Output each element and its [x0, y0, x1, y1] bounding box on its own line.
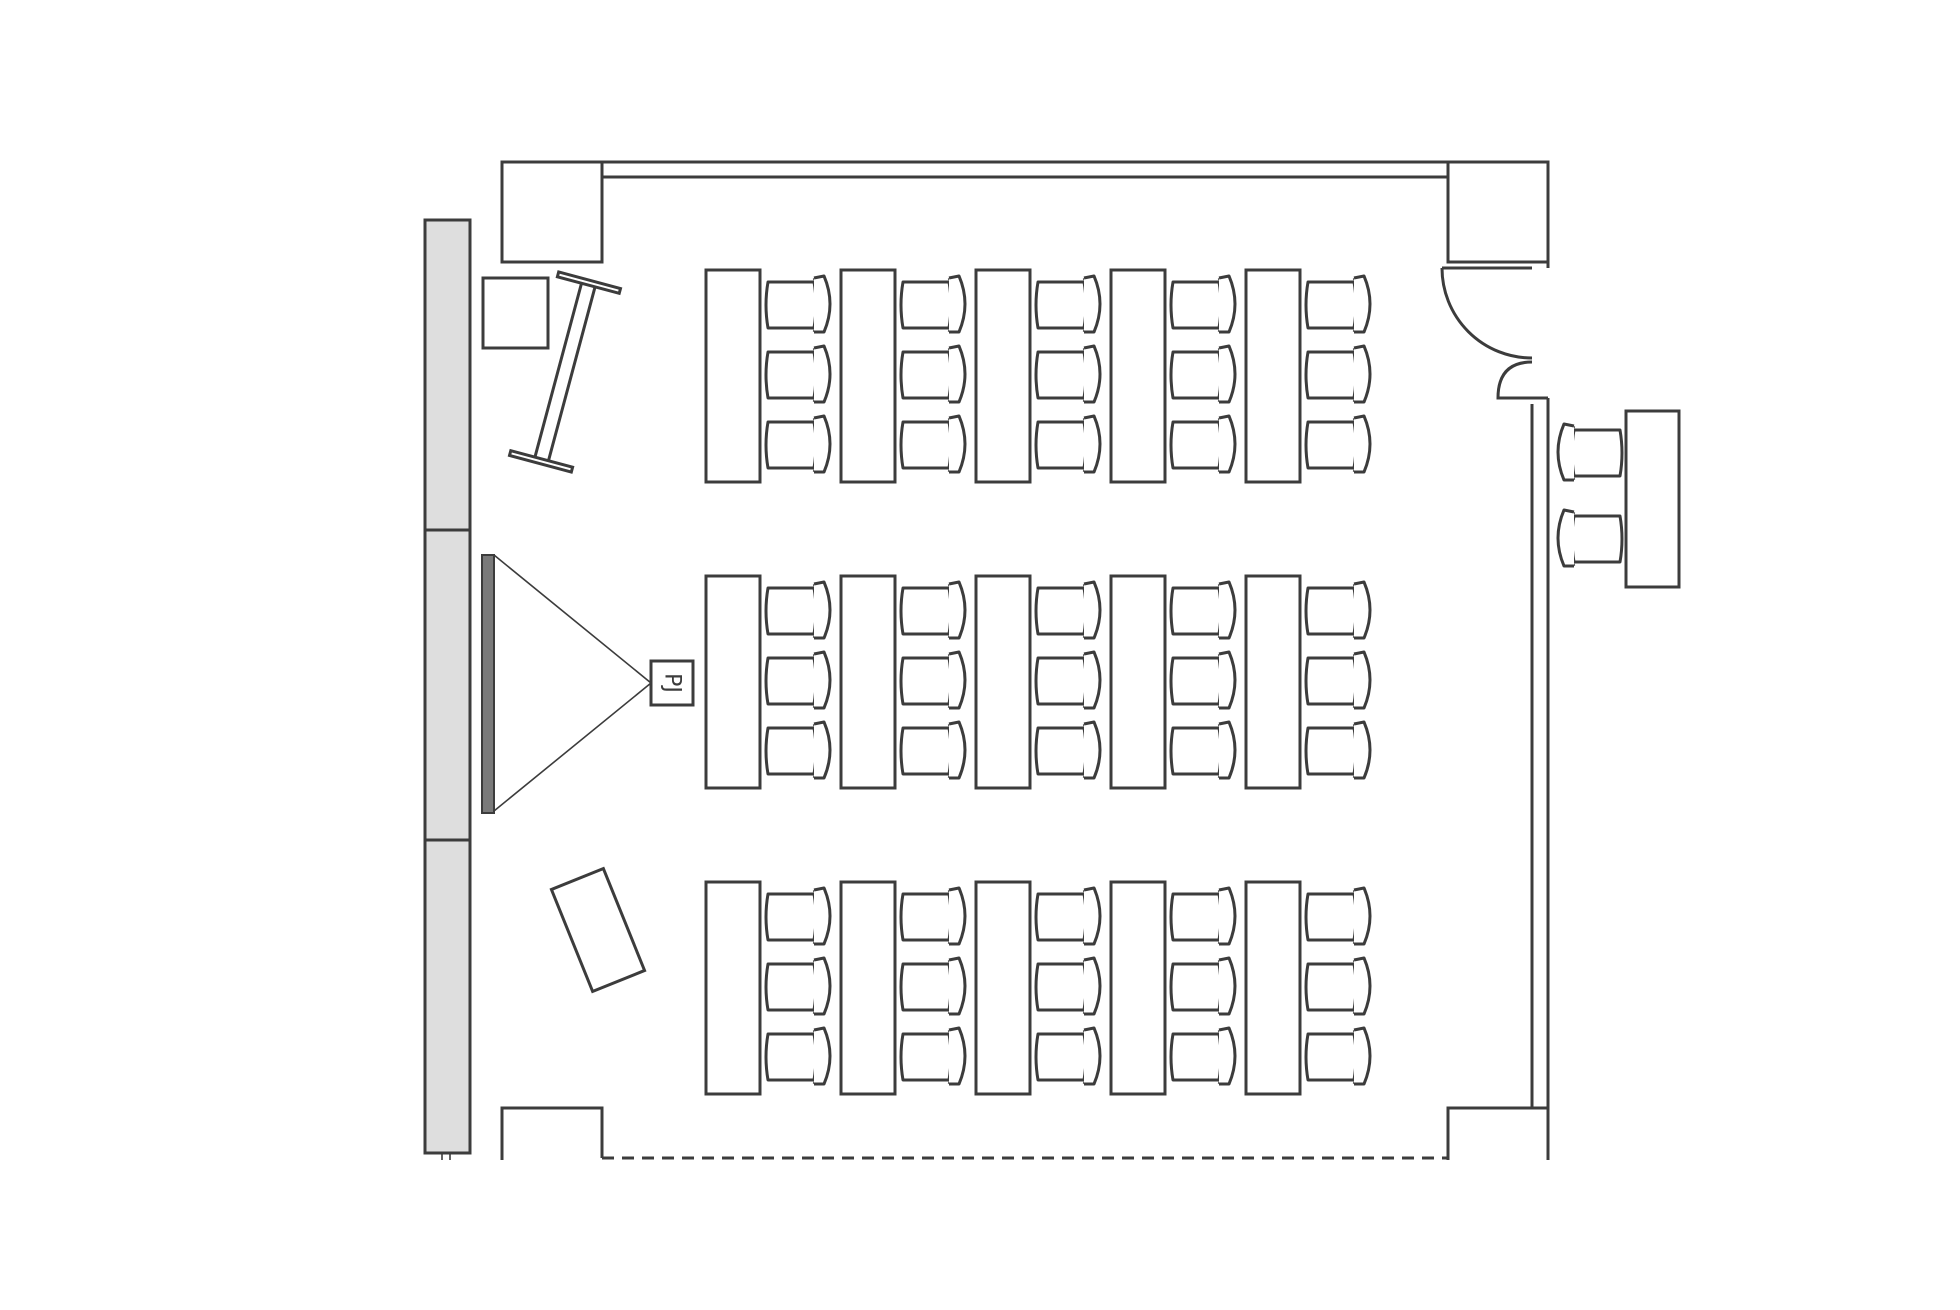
small-desk [549, 866, 647, 994]
chair [1169, 956, 1237, 1016]
desk [1109, 880, 1167, 1096]
chair [764, 580, 832, 640]
chair [764, 274, 832, 334]
projector: PJ [649, 659, 695, 707]
desk [839, 574, 897, 790]
chair [1169, 344, 1237, 404]
chair [1169, 274, 1237, 334]
desk [704, 880, 762, 1096]
chair [1034, 414, 1102, 474]
chair [899, 1026, 967, 1086]
desk-unit [704, 574, 832, 790]
desk [704, 574, 762, 790]
desk [1244, 574, 1302, 790]
desk [1109, 268, 1167, 484]
lectern [507, 270, 623, 474]
chair [1034, 344, 1102, 404]
chair [899, 956, 967, 1016]
chair [1556, 508, 1624, 568]
desk-unit [1244, 574, 1372, 790]
chair [1169, 580, 1237, 640]
desk-unit [839, 574, 967, 790]
projection-screen [481, 554, 495, 814]
chair [764, 650, 832, 710]
desk-unit [1244, 880, 1372, 1096]
right-wall [1440, 162, 1550, 1160]
chair [899, 414, 967, 474]
chair [764, 956, 832, 1016]
outside-desk [1624, 409, 1681, 589]
side-table [481, 276, 550, 350]
desk-grid [704, 268, 1372, 1096]
desk-unit [704, 880, 832, 1096]
chair [764, 886, 832, 946]
desk-unit [974, 574, 1102, 790]
chair [1034, 720, 1102, 780]
desk-unit [1109, 268, 1237, 484]
chair [1304, 956, 1372, 1016]
desk-unit [704, 268, 832, 484]
chair [1304, 886, 1372, 946]
desk-unit [839, 268, 967, 484]
desk [839, 268, 897, 484]
chair [899, 344, 967, 404]
chair [764, 414, 832, 474]
desk-unit [839, 880, 967, 1096]
chair [899, 274, 967, 334]
chair [1169, 1026, 1237, 1086]
chair [764, 344, 832, 404]
chair [1034, 580, 1102, 640]
desk [974, 880, 1032, 1096]
desk-unit [1244, 268, 1372, 484]
chair [1304, 414, 1372, 474]
desk-unit [1109, 880, 1237, 1096]
chair [1304, 580, 1372, 640]
chair [1034, 956, 1102, 1016]
desk [974, 574, 1032, 790]
chair [1304, 650, 1372, 710]
chair [1034, 650, 1102, 710]
desk [1109, 574, 1167, 790]
chair [1169, 720, 1237, 780]
chair [764, 1026, 832, 1086]
chair [1556, 422, 1624, 482]
desk [839, 880, 897, 1096]
chair [764, 720, 832, 780]
left-wall [423, 218, 472, 1160]
chair [1169, 414, 1237, 474]
door-swing [1440, 267, 1533, 360]
door-leaf [1496, 360, 1533, 400]
chair [1034, 274, 1102, 334]
chair [899, 580, 967, 640]
desk [1244, 268, 1302, 484]
top-wall [500, 160, 1550, 264]
desk [974, 268, 1032, 484]
chair [899, 886, 967, 946]
pillar-top-right [1446, 160, 1550, 264]
projector-label: PJ [660, 673, 685, 693]
desk-unit [974, 880, 1102, 1096]
bottom-wall [500, 1106, 1548, 1160]
pillar-top-left [500, 160, 604, 264]
desk-unit [1109, 574, 1237, 790]
outside-seating [1556, 409, 1681, 589]
chair [899, 720, 967, 780]
desk [704, 268, 762, 484]
chair [1304, 1026, 1372, 1086]
chair [1304, 720, 1372, 780]
chair [1304, 274, 1372, 334]
chair [899, 650, 967, 710]
desk-unit [974, 268, 1102, 484]
chair [1034, 886, 1102, 946]
chair [1034, 1026, 1102, 1086]
chair [1169, 886, 1237, 946]
desk [1244, 880, 1302, 1096]
chair [1169, 650, 1237, 710]
projection-beam [493, 554, 653, 812]
chair [1304, 344, 1372, 404]
